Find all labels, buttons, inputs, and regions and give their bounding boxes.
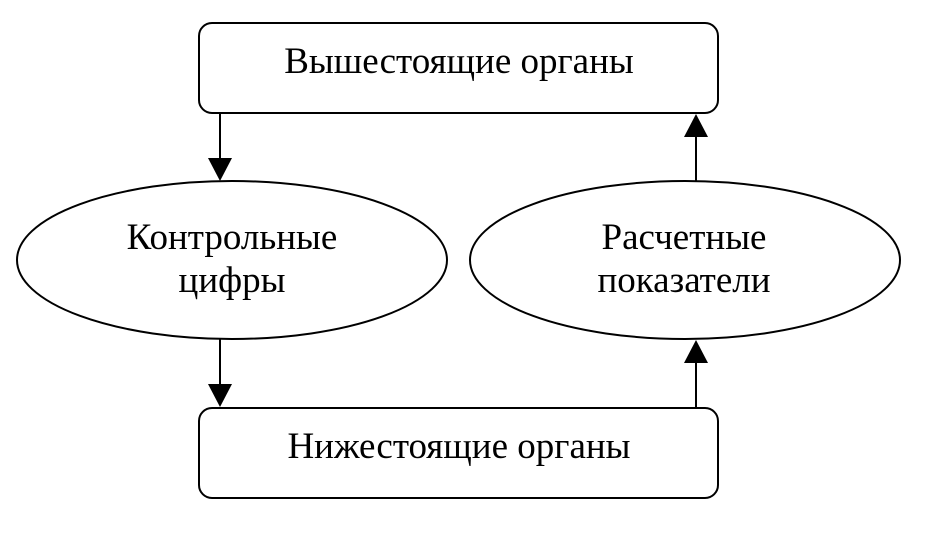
control-figures-ellipse: [16, 180, 448, 340]
arrow-top-to-left-head: [208, 158, 232, 181]
lower-authorities-box: [198, 407, 719, 499]
arrow-bottom-to-right-head: [684, 340, 708, 363]
arrow-left-to-bottom-head: [208, 384, 232, 407]
calculated-indicators-ellipse: [469, 180, 901, 340]
arrow-right-to-top-head: [684, 114, 708, 137]
higher-authorities-box: [198, 22, 719, 114]
